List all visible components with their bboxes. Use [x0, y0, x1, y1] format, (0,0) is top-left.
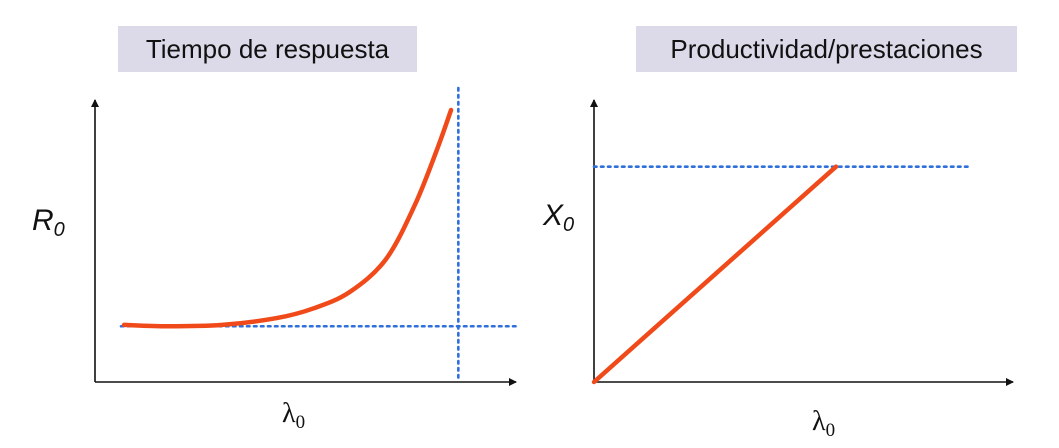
left-x-axis-label: λ0 — [282, 398, 305, 433]
left-y-axis-label: R0 — [32, 204, 65, 241]
left-y-label-sub: 0 — [54, 219, 65, 241]
right-y-label-sub: 0 — [563, 214, 574, 236]
left-x-label-sub: 0 — [296, 412, 306, 433]
right-x-label-main: λ — [812, 406, 826, 437]
right-x-label-sub: 0 — [826, 420, 836, 441]
left-x-label-main: λ — [282, 398, 296, 429]
right-x-axis-label: λ0 — [812, 406, 835, 441]
response-time-curve — [121, 107, 454, 329]
left-chart-title: Tiempo de respuesta — [118, 26, 417, 72]
right-chart-title: Productividad/prestaciones — [636, 26, 1017, 72]
throughput-curve — [591, 164, 839, 385]
right-y-axis-label: X0 — [542, 199, 574, 236]
right-y-label-main: X — [542, 199, 564, 232]
left-y-label-main: R — [32, 204, 54, 237]
